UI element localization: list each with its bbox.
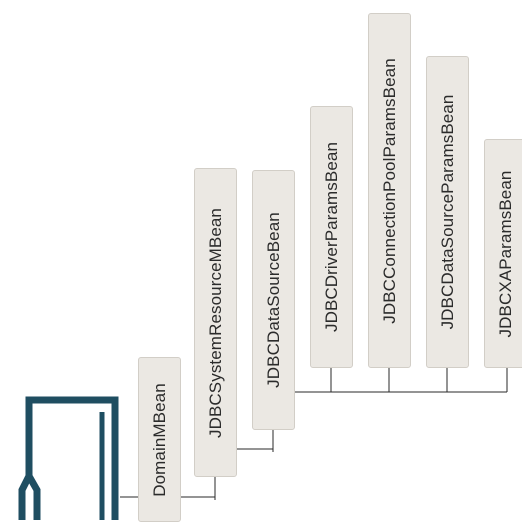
bean-box-jdbc-xa-params[interactable]: JDBCXAParamsBean (484, 139, 522, 368)
bean-box-jdbc-driver-params[interactable]: JDBCDriverParamsBean (310, 106, 353, 368)
bean-label: JDBCXAParamsBean (495, 170, 515, 337)
bean-box-domain[interactable]: DomainMBean (138, 357, 181, 522)
bean-box-jdbc-data-source[interactable]: JDBCDataSourceBean (252, 170, 295, 430)
bean-label: JDBCSystemResourceMBean (205, 207, 225, 438)
bean-label: JDBCDataSourceParamsBean (437, 94, 457, 330)
bean-label: JDBCConnectionPoolParamsBean (379, 57, 399, 324)
bean-label: JDBCDataSourceBean (263, 212, 283, 388)
bean-box-jdbc-data-source-params[interactable]: JDBCDataSourceParamsBean (426, 56, 469, 368)
bean-label: DomainMBean (149, 382, 169, 497)
bean-box-jdbc-connection-pool-params[interactable]: JDBCConnectionPoolParamsBean (368, 13, 411, 368)
bean-label: JDBCDriverParamsBean (321, 142, 341, 332)
bean-box-jdbc-system-resource[interactable]: JDBCSystemResourceMBean (194, 168, 237, 477)
